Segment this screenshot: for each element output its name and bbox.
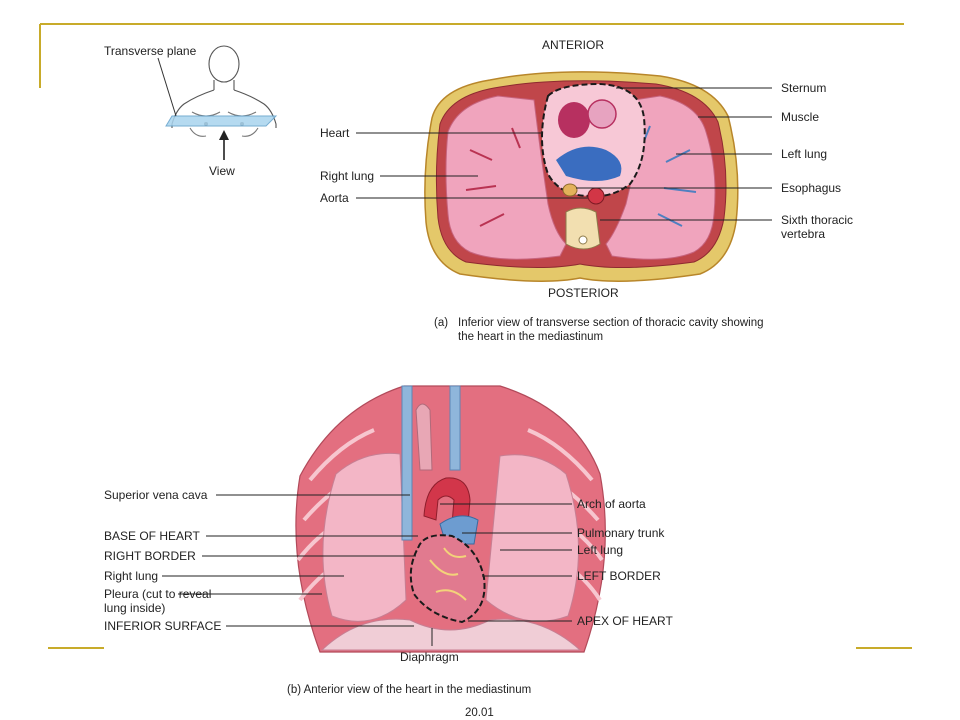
heart-left-chamber	[587, 99, 617, 129]
label-base-of-heart: BASE OF HEART	[104, 529, 200, 543]
label-right-lung: Right lung	[320, 169, 375, 183]
label-transverse-plane: Transverse plane	[104, 44, 197, 58]
caption-b-text: (b) Anterior view of the heart in the me…	[287, 684, 532, 696]
aortic-arch-shape	[423, 477, 471, 525]
trachea-shape	[415, 403, 433, 471]
left-lung-vessels	[641, 125, 697, 227]
label-esophagus: Esophagus	[781, 181, 842, 195]
label-muscle: Muscle	[781, 110, 820, 124]
label-left-lung: Left lung	[781, 147, 828, 161]
section-a-leader-lines	[356, 87, 772, 221]
pulmonary-vessels	[556, 146, 622, 181]
label-superior-vena-cava: Superior vena cava	[104, 488, 208, 502]
label-left-lung-b: Left lung	[577, 543, 624, 557]
label-sternum: Sternum	[781, 81, 827, 95]
torso-chest-lines	[189, 127, 259, 137]
caption-a-text: Inferior view of transverse section of t…	[458, 317, 764, 343]
label-arch-of-aorta: Arch of aorta	[577, 497, 646, 511]
label-heart: Heart	[320, 126, 350, 140]
caption-a-letter: (a)	[434, 317, 449, 329]
label-apex-of-heart: APEX OF HEART	[577, 614, 673, 628]
coronary-fat	[429, 547, 467, 601]
right-lung-vessels	[465, 127, 521, 227]
left-lung-section	[605, 95, 716, 260]
label-inferior-surface: INFERIOR SURFACE	[104, 619, 222, 633]
label-anterior: ANTERIOR	[542, 38, 605, 52]
label-right-lung-b: Right lung	[104, 569, 159, 583]
left-brachiocephalic-vein-shape	[449, 385, 461, 471]
label-left-border: LEFT BORDER	[577, 569, 661, 583]
label-aorta: Aorta	[320, 191, 349, 205]
right-lung-anterior	[322, 452, 407, 622]
label-diaphragm: Diaphragm	[400, 650, 459, 664]
heart-right-chamber	[558, 102, 590, 138]
section-b-leader-lines	[162, 494, 572, 646]
label-posterior: POSTERIOR	[548, 286, 619, 300]
spinal-canal	[578, 235, 588, 245]
label-view: View	[209, 164, 235, 178]
plane-leader-line	[157, 57, 177, 117]
torso-head	[208, 45, 240, 83]
torso-neck	[213, 80, 235, 90]
vertebra-body	[565, 207, 601, 250]
label-pulmonary-trunk: Pulmonary trunk	[577, 526, 665, 540]
label-right-border: RIGHT BORDER	[104, 549, 196, 563]
diaphragm-shape	[320, 618, 582, 651]
superior-vena-cava-shape	[401, 385, 413, 541]
label-sixth-thoracic-vertebra: Sixth thoracic vertebra	[781, 213, 854, 241]
figure-number: 20.01	[465, 707, 494, 719]
transverse-plane-shape	[165, 115, 278, 127]
view-arrow-head	[219, 130, 229, 140]
label-pleura: Pleura (cut to reveal lung inside)	[104, 587, 212, 615]
left-lung-anterior	[485, 454, 580, 622]
esophagus-section	[562, 183, 578, 197]
